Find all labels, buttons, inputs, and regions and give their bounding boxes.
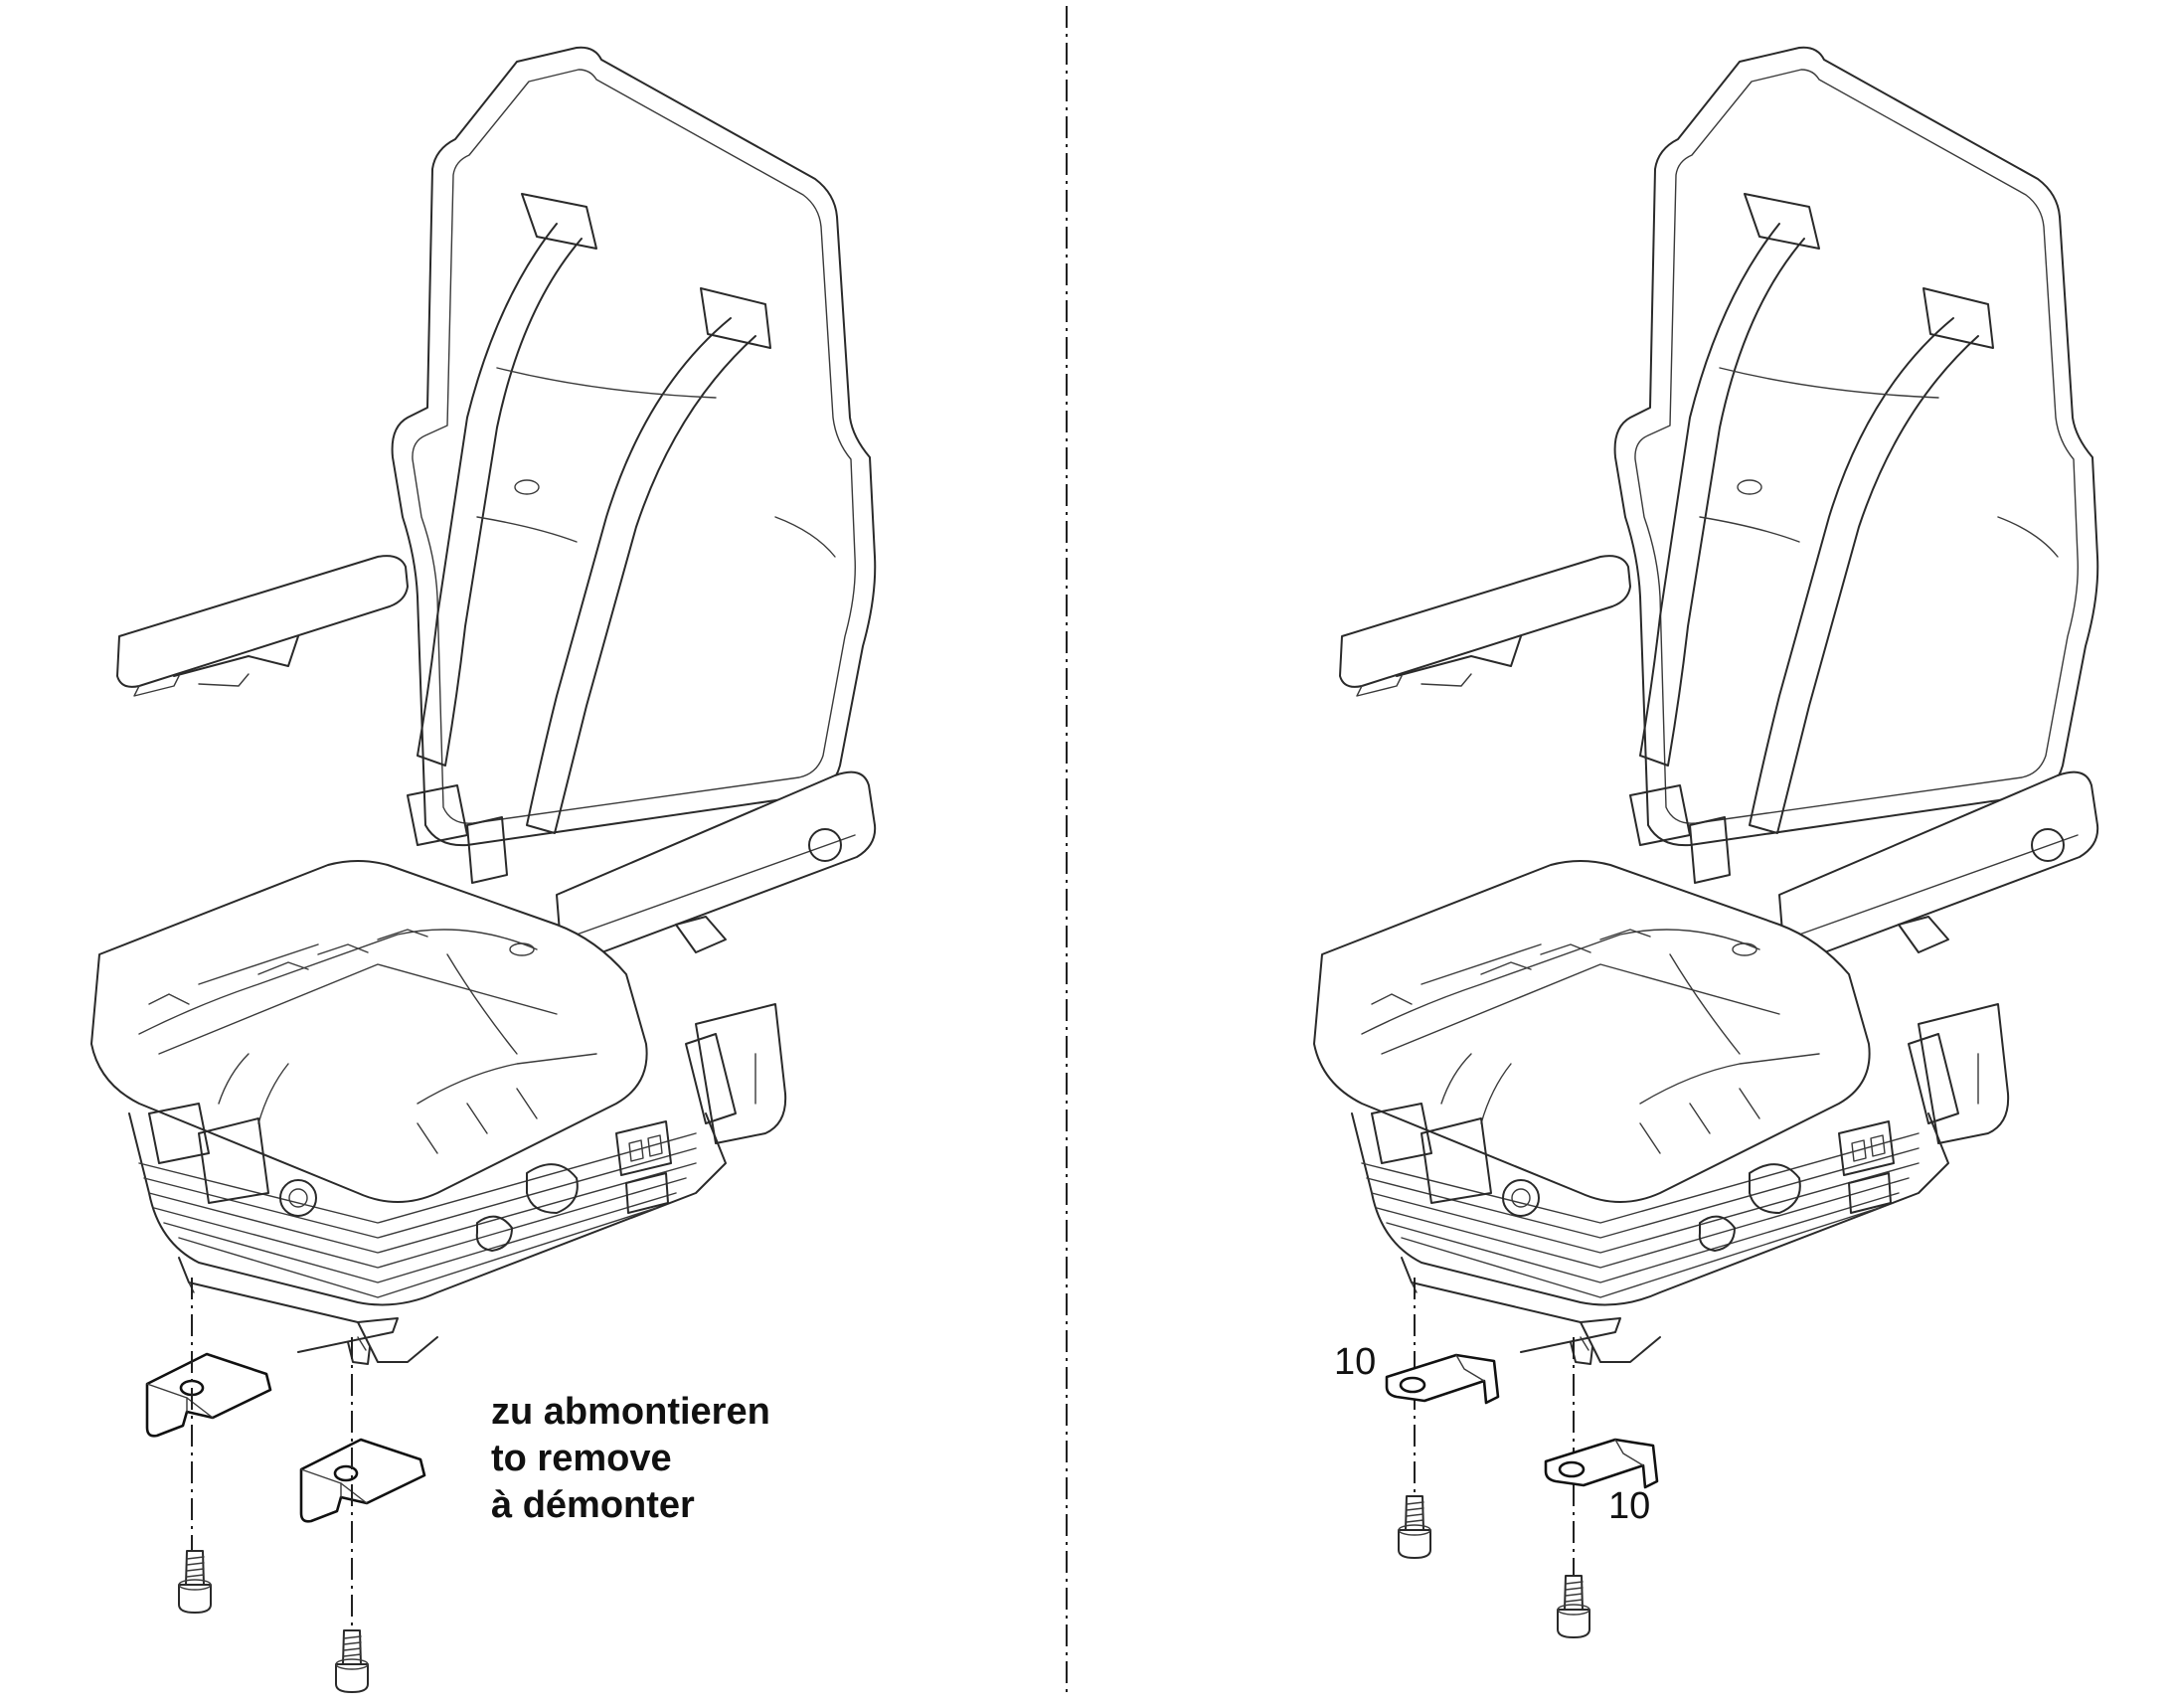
part-callout: 10 — [1334, 1341, 1376, 1383]
part-callout: 10 — [1608, 1485, 1650, 1527]
screw-icon — [1398, 1495, 1431, 1559]
removal-note-fr: à démonter — [491, 1484, 695, 1526]
left-panel: zu abmontieren to remove à démonter — [90, 46, 877, 1693]
seat-icon — [90, 46, 877, 1365]
right-panel: 10 10 — [1313, 46, 2099, 1638]
removal-note-de: zu abmontieren — [491, 1391, 770, 1433]
bracket-icon — [299, 1438, 426, 1523]
seat-icon — [1313, 46, 2099, 1365]
screw-icon — [1557, 1575, 1590, 1638]
removal-note-en: to remove — [491, 1438, 672, 1479]
bracket-icon — [1544, 1438, 1659, 1489]
screw-icon — [335, 1629, 369, 1693]
bracket-icon — [1385, 1353, 1500, 1405]
screw-icon — [178, 1550, 212, 1614]
bracket-icon — [145, 1352, 272, 1438]
